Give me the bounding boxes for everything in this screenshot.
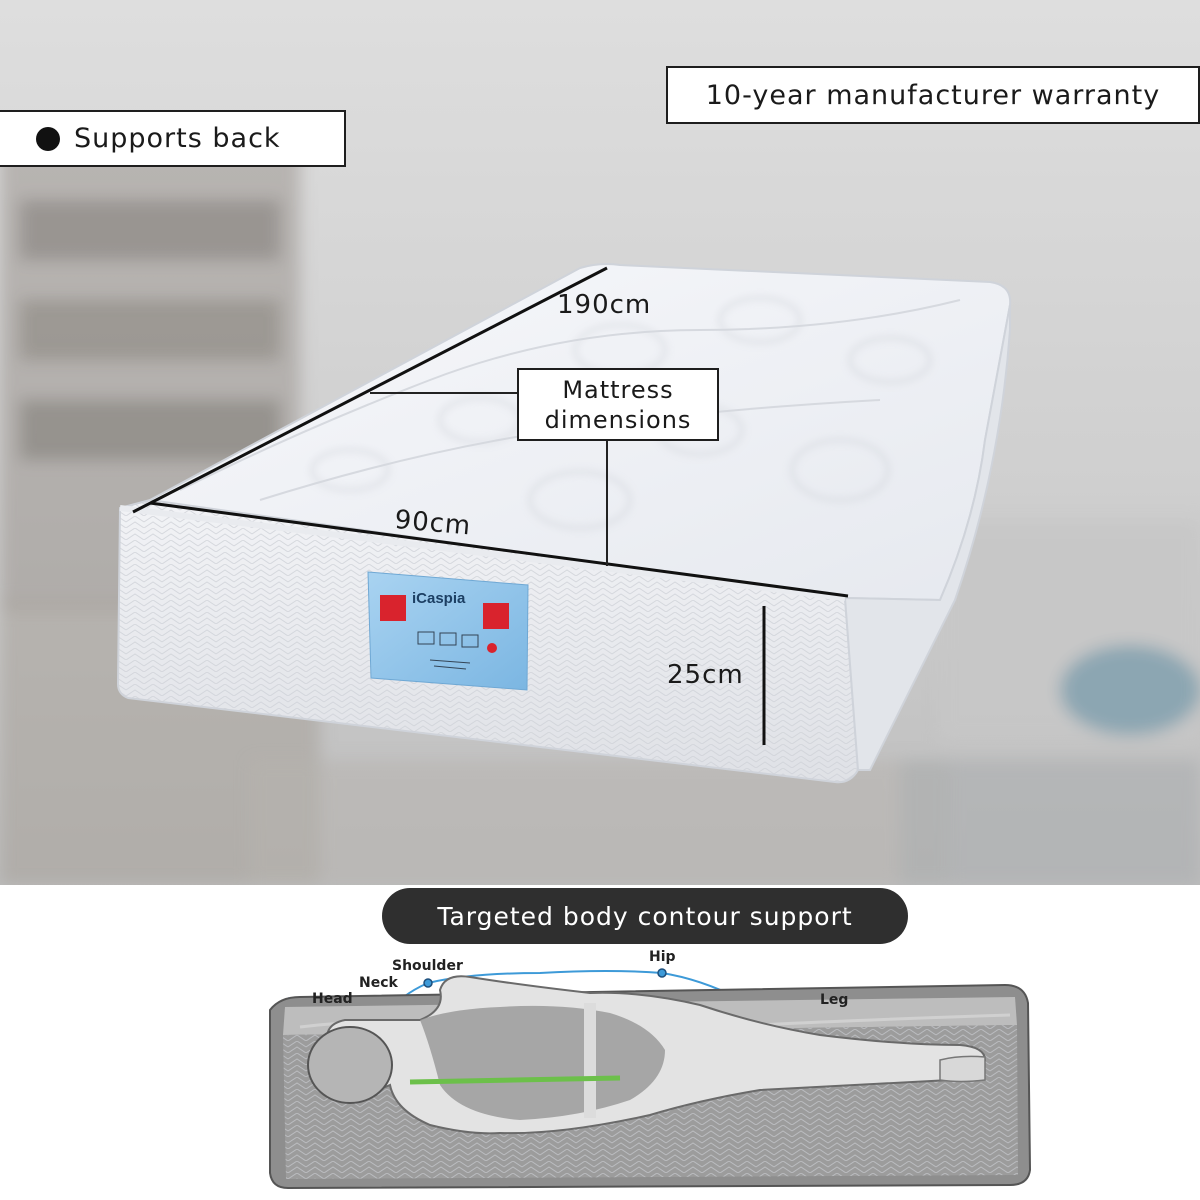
point-label-head: Head (312, 991, 353, 1007)
point-label-shoulder: Shoulder (392, 958, 463, 974)
product-label: iCaspia (367, 571, 529, 691)
bullet-dot-icon (36, 126, 60, 151)
point-hip-marker (657, 968, 667, 978)
body-contour-illustration (269, 968, 1032, 1190)
length-dimension-line (132, 266, 608, 514)
warranty-badge: 10-year manufacturer warranty (666, 66, 1200, 124)
sleeping-person (307, 975, 987, 1135)
dimensions-callout-line2: dimensions (544, 405, 692, 434)
contour-title: Targeted body contour support (437, 901, 853, 931)
dimensions-callout-line1: Mattress (562, 375, 674, 404)
point-label-leg: Leg (820, 992, 849, 1008)
home-box-logo-left (380, 595, 406, 621)
point-label-neck: Neck (359, 975, 398, 991)
spine-alignment-line (409, 1075, 621, 1085)
point-label-hip: Hip (649, 949, 676, 965)
contour-title-pill: Targeted body contour support (382, 888, 908, 944)
point-shoulder-marker (423, 978, 433, 988)
spine-divider (584, 1003, 596, 1118)
feature-badge-text: Supports back (74, 123, 281, 154)
person-head (307, 1026, 393, 1104)
length-label: 190cm (557, 290, 652, 320)
label-brand: iCaspia (412, 590, 466, 607)
home-box-logo-right (483, 603, 509, 629)
height-label: 25cm (667, 660, 744, 690)
hero-scene: iCaspia Supports back 10-year manufactur… (0, 0, 1200, 885)
warranty-badge-text: 10-year manufacturer warranty (705, 79, 1161, 111)
feature-badge: Supports back (0, 110, 346, 167)
dimensions-callout: Mattress dimensions (517, 368, 719, 441)
width-dimension-line (149, 501, 849, 598)
